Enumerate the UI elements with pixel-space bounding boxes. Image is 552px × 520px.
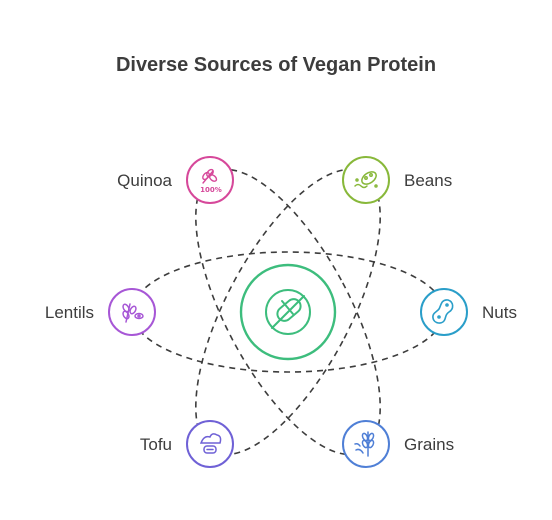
label-grains: Grains [404,435,455,454]
lentils-icon [122,303,144,323]
node-nuts [420,288,468,336]
label-quinoa: Quinoa [117,171,172,190]
node-grains [342,420,390,468]
quinoa-badge-text: 100% [200,186,222,194]
node-beans [342,156,390,204]
peanut-icon [432,299,454,324]
label-tofu: Tofu [139,435,172,454]
tofu-icon [199,433,222,454]
diagram-title: Diverse Sources of Vegan Protein [115,54,437,76]
label-beans: Beans [404,171,453,190]
quinoa-100-icon [202,168,218,184]
center-node [239,263,337,361]
node-quinoa: 100% [186,156,234,204]
label-nuts: Nuts [482,303,517,322]
beans-icon [354,171,378,189]
wheat-icon [354,431,375,457]
label-lentils: Lentils [44,303,94,322]
node-lentils [108,288,156,336]
no-pill-icon [265,289,311,335]
node-tofu [186,420,234,468]
